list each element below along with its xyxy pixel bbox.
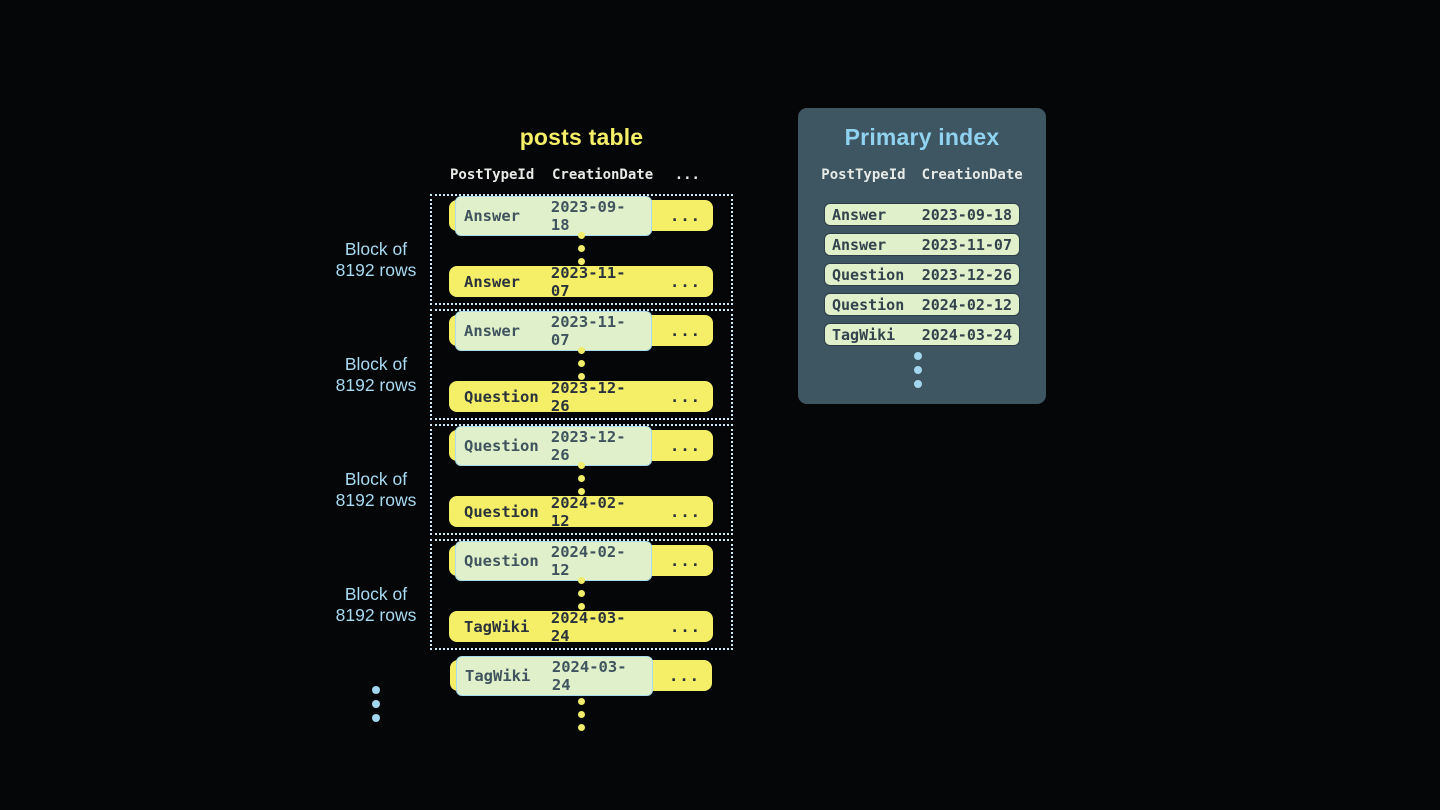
- ellipsis-dots-icon: [577, 232, 585, 265]
- primary-index-title: Primary index: [844, 124, 1000, 150]
- block-label-2: Block of 8192 rows: [335, 354, 417, 395]
- row-key: Question 2024-02-12: [464, 493, 626, 530]
- table-row-overflow: TagWiki 2024-03-24 ...: [450, 655, 712, 696]
- row-more-ellipsis: ...: [670, 551, 701, 570]
- table-row: Question 2024-02-12 ...: [449, 540, 713, 581]
- row-key: Question 2023-12-26: [464, 378, 626, 415]
- row-more-ellipsis: ...: [670, 436, 701, 455]
- table-row: Answer 2023-09-18 ...: [449, 195, 713, 236]
- table-row: Question 2023-12-26 ...: [449, 425, 713, 466]
- row-more-ellipsis: ...: [669, 666, 700, 685]
- table-block-4: Question 2024-02-12 ... TagWiki 2024-03-…: [430, 539, 733, 650]
- column-header-posttypeid: PostTypeId: [450, 167, 535, 183]
- row-more-ellipsis: ...: [670, 272, 701, 291]
- indexed-key-highlight: Question 2024-02-12: [455, 540, 652, 581]
- row-more-ellipsis: ...: [670, 387, 701, 406]
- posts-table-blocks: Answer 2023-09-18 ... Answer 2023-11-07 …: [430, 194, 733, 654]
- indexed-key-highlight: Answer 2023-11-07: [455, 310, 652, 351]
- primary-index-column-headers: PostTypeId CreationDate: [798, 167, 1046, 183]
- ellipsis-dots-icon: [577, 577, 585, 610]
- block-label-4: Block of 8192 rows: [335, 584, 417, 625]
- indexed-key-highlight: TagWiki 2024-03-24: [456, 655, 653, 696]
- row-key: Answer 2023-11-07: [464, 263, 626, 300]
- table-block-2: Answer 2023-11-07 ... Question 2023-12-2…: [430, 309, 733, 420]
- indexed-key-highlight: Answer 2023-09-18: [455, 195, 652, 236]
- index-entry: Answer 2023-09-18: [824, 203, 1020, 226]
- block-label-3: Block of 8192 rows: [335, 469, 417, 510]
- column-header-posttypeid: PostTypeId: [821, 167, 906, 183]
- ellipsis-dots-icon: [577, 347, 585, 380]
- row-more-ellipsis: ...: [670, 321, 701, 340]
- row-more-ellipsis: ...: [670, 502, 701, 521]
- row-more-ellipsis: ...: [670, 617, 701, 636]
- table-block-1: Answer 2023-09-18 ... Answer 2023-11-07 …: [430, 194, 733, 305]
- table-row: Answer 2023-11-07 ...: [449, 264, 713, 300]
- posts-table-column-headers: PostTypeId CreationDate ...: [438, 167, 712, 183]
- index-entry: Question 2023-12-26: [824, 263, 1020, 286]
- table-block-3: Question 2023-12-26 ... Question 2024-02…: [430, 424, 733, 535]
- table-row: Answer 2023-11-07 ...: [449, 310, 713, 351]
- index-entry: TagWiki 2024-03-24: [824, 323, 1020, 346]
- row-more-ellipsis: ...: [670, 206, 701, 225]
- posts-table-title: posts table: [519, 124, 644, 150]
- row-key: TagWiki 2024-03-24: [464, 608, 626, 645]
- column-header-creationdate: CreationDate: [552, 167, 654, 183]
- primary-index-panel: Primary index PostTypeId CreationDate An…: [798, 108, 1046, 404]
- index-entry: Answer 2023-11-07: [824, 233, 1020, 256]
- block-label-1: Block of 8192 rows: [335, 239, 417, 280]
- column-header-creationdate: CreationDate: [921, 167, 1023, 183]
- table-row: Question 2024-02-12 ...: [449, 494, 713, 530]
- indexed-key-highlight: Question 2023-12-26: [455, 425, 652, 466]
- table-row: Question 2023-12-26 ...: [449, 379, 713, 415]
- primary-index-rows: Answer 2023-09-18 Answer 2023-11-07 Ques…: [824, 203, 1020, 353]
- ellipsis-dots-icon: [914, 352, 922, 388]
- ellipsis-dots-icon: [372, 686, 380, 722]
- column-header-more-ellipsis: ...: [674, 167, 700, 183]
- ellipsis-dots-icon: [577, 462, 585, 495]
- index-entry: Question 2024-02-12: [824, 293, 1020, 316]
- ellipsis-dots-icon: [578, 698, 585, 731]
- table-row: TagWiki 2024-03-24 ...: [449, 609, 713, 645]
